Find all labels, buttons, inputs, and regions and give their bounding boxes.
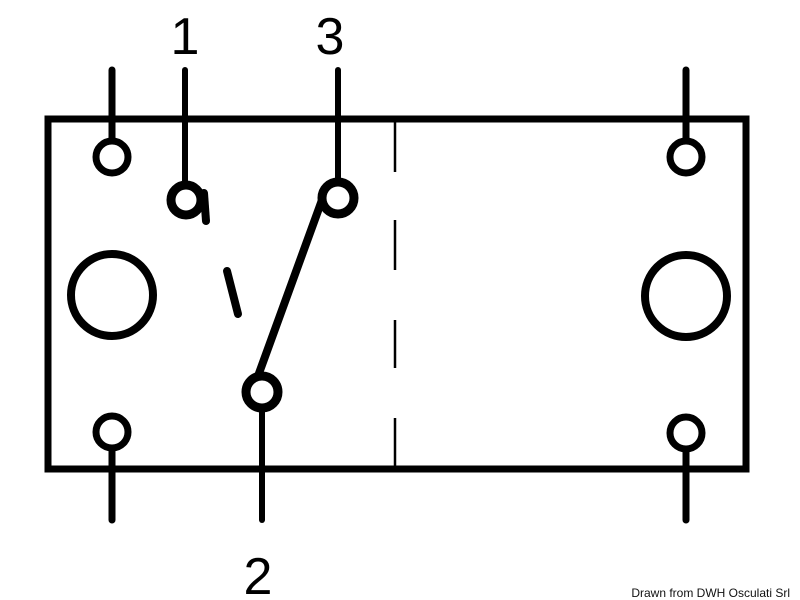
- terminal-3-label: 3: [316, 8, 345, 66]
- right-top-terminal: [666, 66, 706, 177]
- credit-text: Drawn from DWH Osculati Srl: [631, 586, 790, 600]
- terminal-1: [166, 67, 210, 225]
- slash-mark: [223, 267, 242, 318]
- left-top-terminal: [92, 66, 132, 177]
- right-bottom-terminal: [666, 413, 706, 524]
- right-mounting-hole-icon: [641, 251, 731, 341]
- terminal-1-label: 1: [171, 8, 200, 66]
- terminal-3: [317, 67, 359, 219]
- terminal-2-label: 2: [244, 548, 273, 600]
- left-bottom-terminal: [92, 412, 132, 524]
- switch-lever: [254, 196, 326, 380]
- switch-housing: [44, 115, 750, 473]
- left-mounting-hole-icon: [67, 250, 157, 340]
- terminal-2: [241, 371, 283, 523]
